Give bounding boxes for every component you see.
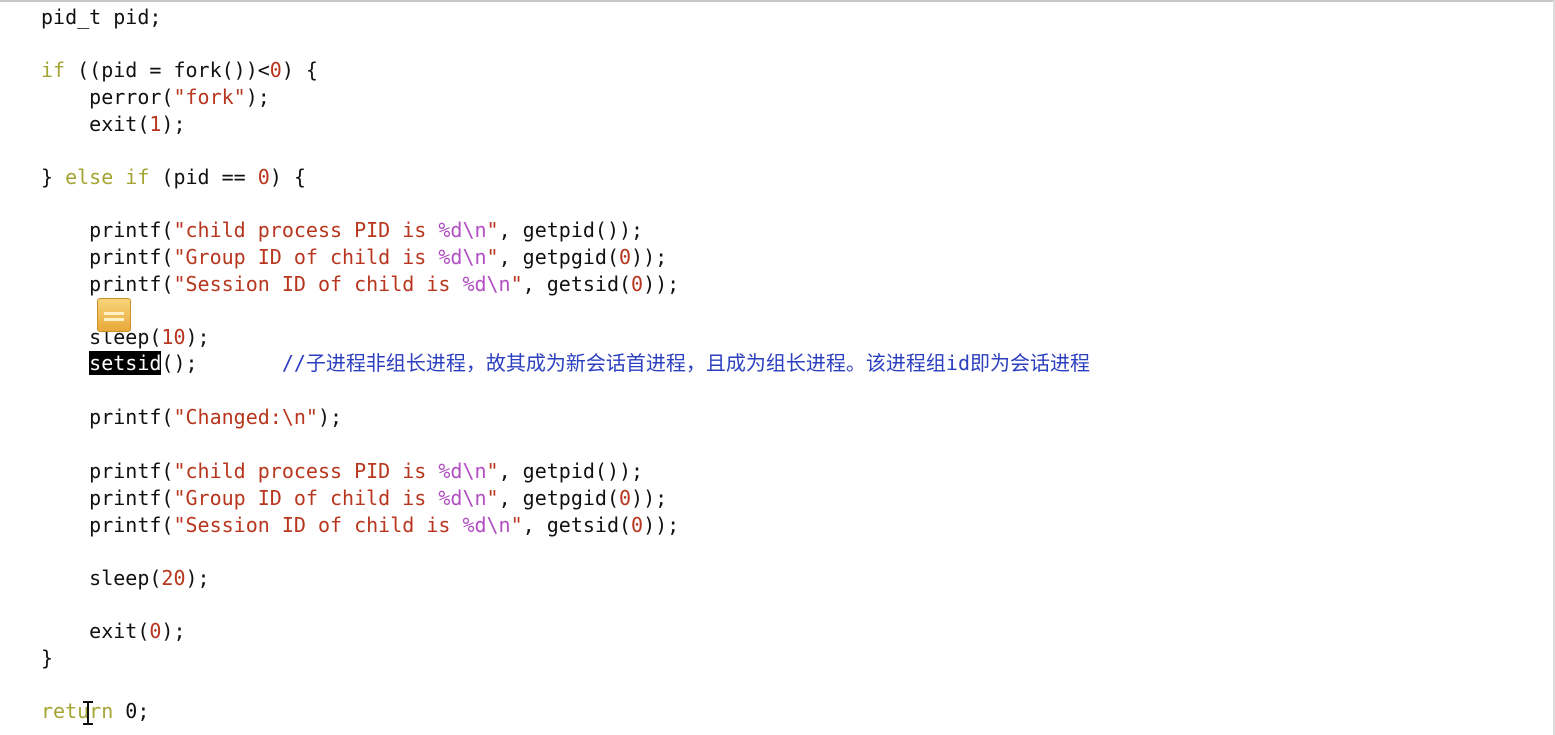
code-text: (pid == <box>149 165 258 189</box>
code-text: exit( <box>41 112 150 136</box>
code-text: exit( <box>41 619 150 643</box>
editor-right-border <box>1553 0 1555 735</box>
code-line-exit1[interactable]: exit(1); <box>41 111 186 137</box>
code-text: printf( <box>41 405 174 429</box>
code-text: ); <box>161 619 186 643</box>
text-cursor-icon-stem <box>87 702 89 724</box>
code-text: )); <box>643 513 680 537</box>
string-literal: " <box>486 486 499 510</box>
format-specifier: %d\n <box>438 459 487 483</box>
code-line-setsid[interactable]: setsid(); //子进程非组长进程，故其成为新会话首进程，且成为组长进程。… <box>41 350 1090 376</box>
code-line-printf-changed[interactable]: printf("Changed:\n"); <box>41 404 342 430</box>
number-literal: 20 <box>161 566 186 590</box>
string-literal: "fork" <box>173 85 246 109</box>
code-line-exit0[interactable]: exit(0); <box>41 618 186 644</box>
text-cursor-icon <box>83 700 93 726</box>
code-text: printf( <box>41 245 174 269</box>
number-literal: 0 <box>631 513 644 537</box>
code-text: printf( <box>41 459 174 483</box>
code-text: ); <box>185 325 210 349</box>
format-specifier: %d\n <box>462 272 511 296</box>
code-text: perror( <box>41 85 174 109</box>
number-literal: 0 <box>631 272 644 296</box>
text-cursor-icon-bottom <box>83 723 93 725</box>
code-text: , getpid()); <box>498 459 644 483</box>
code-text: printf( <box>41 513 174 537</box>
format-specifier: %d\n <box>438 245 487 269</box>
code-line-printf-sid-2[interactable]: printf("Session ID of child is %d\n", ge… <box>41 512 679 538</box>
number-literal: 0 <box>269 58 282 82</box>
code-line-perror[interactable]: perror("fork"); <box>41 84 270 110</box>
code-text: ); <box>245 85 270 109</box>
code-text: , getpgid( <box>498 245 619 269</box>
code-comment: //子进程非组长进程，故其成为新会话首进程，且成为组长进程。该进程组id即为会话… <box>281 351 1091 375</box>
code-text: )); <box>643 272 680 296</box>
code-text: 0; <box>113 699 150 723</box>
number-literal: 0 <box>149 619 162 643</box>
string-literal: " <box>510 272 523 296</box>
code-text: ) { <box>269 165 306 189</box>
code-text: )); <box>631 245 668 269</box>
code-line-printf-gid-2[interactable]: printf("Group ID of child is %d\n", getp… <box>41 485 667 511</box>
code-text: printf( <box>41 486 174 510</box>
string-literal: "child process PID is <box>173 218 439 242</box>
format-specifier: %d\n <box>438 486 487 510</box>
code-text: } <box>41 646 54 670</box>
code-text: ) { <box>281 58 318 82</box>
code-text: , getsid( <box>522 513 632 537</box>
code-line-printf-pid[interactable]: printf("child process PID is %d\n", getp… <box>41 217 643 243</box>
code-text: , getsid( <box>522 272 632 296</box>
bookmark-icon-stripe <box>104 312 124 315</box>
code-text: ); <box>185 566 210 590</box>
number-literal: 0 <box>257 165 270 189</box>
string-literal: "Group ID of child is <box>173 245 439 269</box>
bookmark-icon[interactable] <box>97 298 131 332</box>
string-literal: " <box>486 459 499 483</box>
code-line-sleep10[interactable]: sleep(10); <box>41 324 210 350</box>
string-literal: "Changed:\n" <box>173 405 318 429</box>
code-text: ); <box>161 112 186 136</box>
code-text: )); <box>631 486 668 510</box>
string-literal: "Session ID of child is <box>173 513 463 537</box>
code-line-else-if[interactable]: } else if (pid == 0) { <box>41 164 306 190</box>
code-line-return[interactable]: return 0; <box>41 698 149 724</box>
code-line-printf-pid-2[interactable]: printf("child process PID is %d\n", getp… <box>41 458 643 484</box>
code-text: printf( <box>41 272 174 296</box>
code-text <box>41 351 89 375</box>
keyword-return: return <box>41 699 114 723</box>
code-text: } <box>41 165 66 189</box>
string-literal: "Session ID of child is <box>173 272 463 296</box>
string-literal: " <box>486 245 499 269</box>
string-literal: "child process PID is <box>173 459 439 483</box>
code-line-decl[interactable]: pid_t pid; <box>41 4 161 30</box>
number-literal: 10 <box>161 325 186 349</box>
selected-text-setsid[interactable]: setsid <box>89 351 162 375</box>
code-text: pid_t pid; <box>41 5 162 29</box>
code-text: ((pid = fork())< <box>65 58 270 82</box>
code-line-printf-gid[interactable]: printf("Group ID of child is %d\n", getp… <box>41 244 667 270</box>
string-literal: " <box>510 513 523 537</box>
format-specifier: %d\n <box>462 513 511 537</box>
code-line-if[interactable]: if ((pid = fork())<0) { <box>41 57 318 83</box>
code-text: , getpid()); <box>498 218 644 242</box>
code-text: printf( <box>41 218 174 242</box>
number-literal: 0 <box>619 245 632 269</box>
code-text: (); <box>161 351 282 375</box>
keyword-if: if <box>41 58 66 82</box>
number-literal: 0 <box>619 486 632 510</box>
code-text: sleep( <box>41 566 162 590</box>
code-line-sleep20[interactable]: sleep(20); <box>41 565 210 591</box>
keyword-else-if: else if <box>65 165 150 189</box>
format-specifier: %d\n <box>438 218 487 242</box>
string-literal: "Group ID of child is <box>173 486 439 510</box>
bookmark-icon-stripe <box>104 318 124 321</box>
code-text: , getpgid( <box>498 486 619 510</box>
string-literal: " <box>486 218 499 242</box>
code-line-printf-sid[interactable]: printf("Session ID of child is %d\n", ge… <box>41 271 679 297</box>
editor-top-border <box>0 0 1555 2</box>
code-text: ); <box>317 405 343 429</box>
code-line-close-brace[interactable]: } <box>41 645 53 671</box>
number-literal: 1 <box>149 112 162 136</box>
